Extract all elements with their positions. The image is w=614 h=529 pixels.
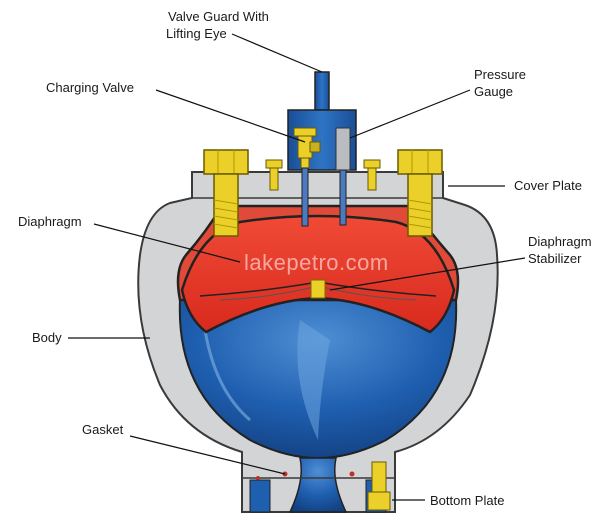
label-bottom-plate: Bottom Plate [430, 493, 505, 508]
diaphragm-stabilizer [199, 279, 437, 301]
label-valve-guard-line2: Lifting Eye [166, 26, 227, 41]
pressure-gauge [335, 127, 351, 226]
bottom-plate-bolt [367, 461, 391, 511]
label-gasket: Gasket [82, 422, 124, 437]
label-valve-guard-line1: Valve Guard With [168, 9, 269, 24]
label-diaphragm-stabilizer-line1: Diaphragm [528, 234, 592, 249]
fluid-chamber [178, 299, 458, 460]
label-pressure-gauge-line2: Gauge [474, 84, 514, 99]
small-bolt-right [363, 159, 381, 191]
leader-lines [68, 33, 526, 501]
label-charging-valve: Charging Valve [46, 80, 134, 95]
watermark: lakepetro.com [244, 250, 389, 275]
cover-bolt-left [203, 149, 249, 237]
label-diaphragm-stabilizer-line2: Stabilizer [528, 251, 582, 266]
small-bolt-left [265, 159, 283, 191]
label-cover-plate: Cover Plate [514, 178, 582, 193]
cover-bolt-right [397, 149, 443, 237]
bottom-port [242, 457, 395, 513]
label-pressure-gauge-line1: Pressure [474, 67, 527, 82]
label-body: Body [32, 330, 62, 345]
charging-valve [293, 127, 321, 227]
label-diaphragm: Diaphragm [18, 214, 82, 229]
